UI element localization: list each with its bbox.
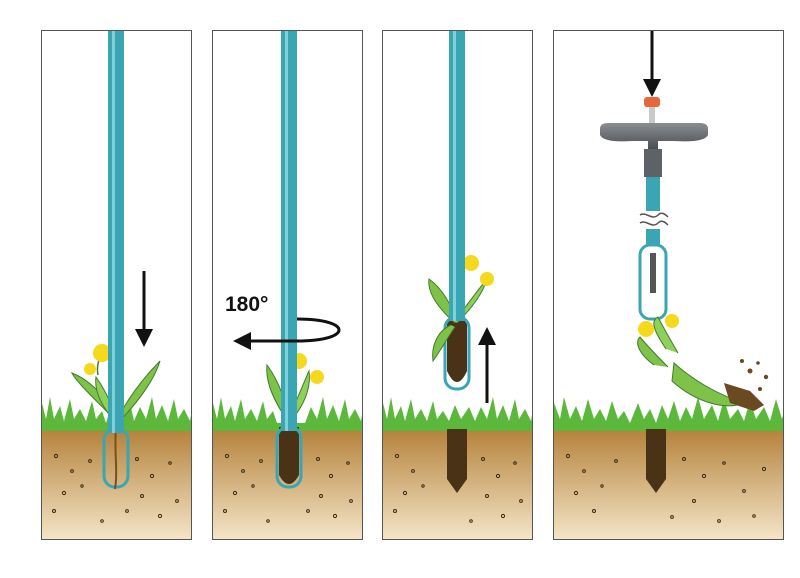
tool-shaft-highlight bbox=[285, 31, 288, 431]
tool-shaft-highlight bbox=[112, 31, 115, 433]
tool-shaft-lower bbox=[646, 229, 660, 247]
soil-pebbles bbox=[393, 453, 523, 523]
soil-pebbles bbox=[565, 453, 767, 523]
ejector-knob bbox=[644, 97, 660, 129]
soil bbox=[554, 431, 783, 539]
down-arrow bbox=[643, 31, 661, 97]
handle-collar bbox=[644, 149, 662, 177]
tool-shaft-upper bbox=[646, 177, 660, 211]
ejector-rod bbox=[650, 253, 656, 293]
hole bbox=[646, 429, 666, 493]
t-handle bbox=[600, 123, 708, 149]
rotation-label: 180° bbox=[225, 293, 269, 316]
step-3-illustration bbox=[383, 31, 532, 539]
step-1-illustration bbox=[42, 31, 191, 539]
down-arrow bbox=[135, 271, 153, 347]
hole bbox=[447, 429, 467, 493]
grass bbox=[42, 397, 191, 431]
soil-pebbles bbox=[52, 453, 179, 523]
step-2-panel: 180° bbox=[212, 30, 363, 540]
soil-clump bbox=[724, 383, 764, 411]
tool-shaft bbox=[281, 31, 297, 431]
up-arrow bbox=[478, 327, 496, 403]
root bbox=[114, 425, 118, 490]
break-symbol bbox=[639, 212, 669, 226]
soil-core bbox=[447, 319, 467, 382]
grass bbox=[383, 397, 532, 431]
step-1-panel bbox=[41, 30, 192, 540]
step-3-panel bbox=[382, 30, 533, 540]
rotate-arrow bbox=[233, 317, 341, 350]
step-4-illustration bbox=[554, 31, 783, 539]
step-2-illustration bbox=[213, 31, 362, 539]
tool-shaft bbox=[449, 31, 465, 321]
step-4-panel bbox=[553, 30, 784, 540]
tool-shaft bbox=[108, 31, 124, 433]
soil-pebbles bbox=[223, 453, 353, 523]
grass bbox=[213, 397, 362, 431]
ejected-dandelion bbox=[637, 314, 769, 411]
soil-core bbox=[279, 427, 299, 484]
tool-shaft-highlight bbox=[453, 31, 456, 321]
